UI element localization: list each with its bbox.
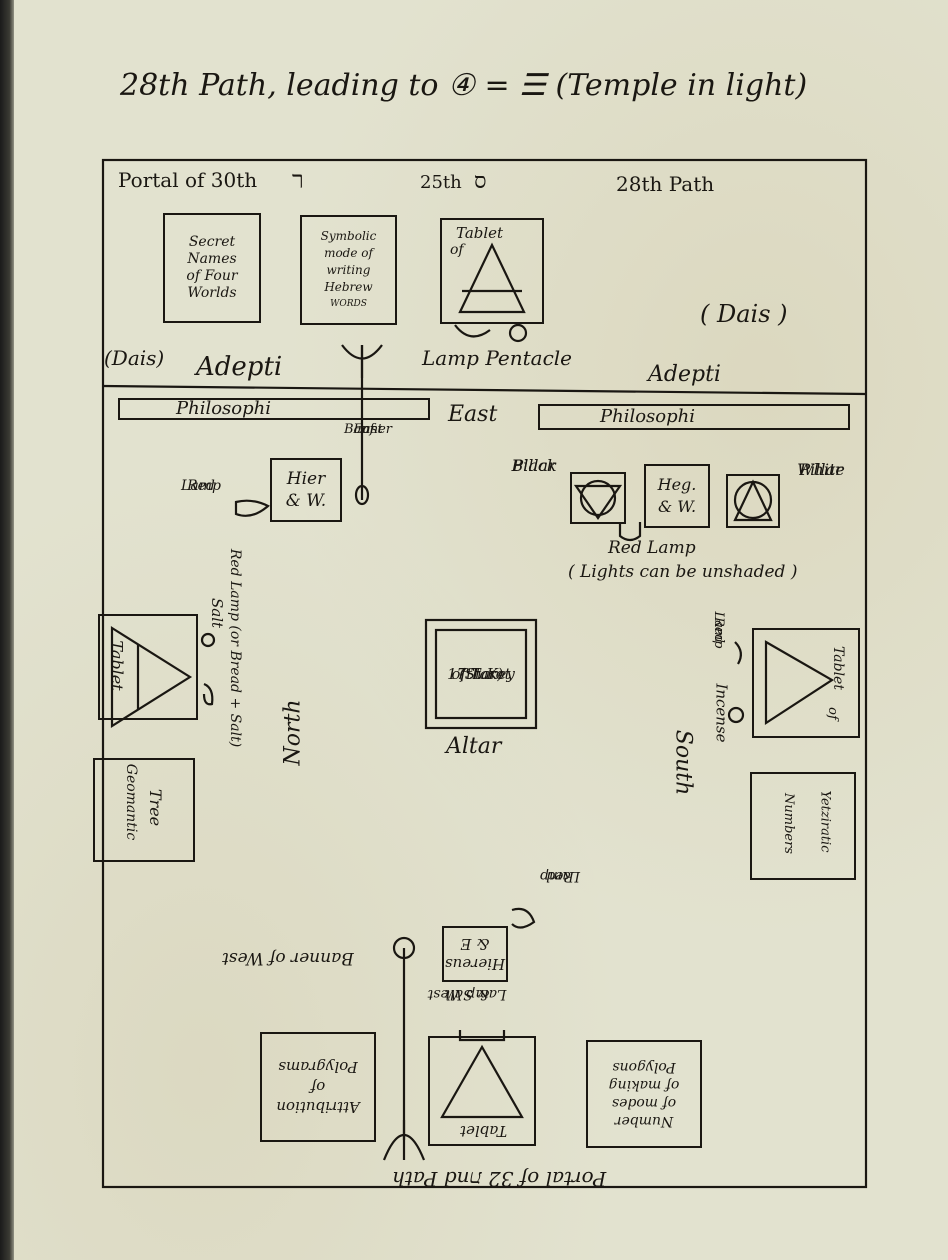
temple-outline bbox=[101, 158, 868, 1189]
east-label: East bbox=[448, 402, 498, 427]
altar-label: Altar bbox=[446, 734, 502, 759]
lights-note: ( Lights can be unshaded ) bbox=[568, 562, 798, 582]
symbolic-mode-tablet: Symbolic mode of writing Hebrew WORDS bbox=[300, 215, 397, 325]
hebrew-resh-glyph: ר bbox=[292, 166, 304, 194]
red-lamp-north-label: Red Lamp (or Bread + Salt) bbox=[227, 548, 244, 748]
hierophant-box: Hier & W. bbox=[270, 458, 342, 522]
tablet-of-top: Tablet of bbox=[440, 218, 544, 324]
philosophi-bench-left: Philosophi bbox=[118, 398, 430, 420]
path-25-label: 25th bbox=[420, 172, 462, 193]
south-label: South bbox=[670, 729, 696, 796]
black-pillar-box bbox=[570, 472, 626, 524]
adepti-left-label: Adepti bbox=[196, 352, 283, 382]
number-polygons-box: Number of modes of making Polygons bbox=[586, 1040, 702, 1148]
document-title: 28th Path, leading to ④ = ☰ (Temple in l… bbox=[120, 68, 808, 103]
adepti-right-label: Adepti bbox=[648, 362, 721, 387]
portal-32-label: Portal of ת 32nd Path bbox=[392, 1167, 607, 1191]
lamp-pentacle-label: Lamp Pentacle bbox=[422, 346, 572, 370]
dais-divider bbox=[102, 384, 867, 396]
photo-edge bbox=[0, 0, 16, 1260]
portal-30-label: Portal of 30th bbox=[118, 168, 258, 192]
banner-west-label: Banner of West bbox=[222, 948, 354, 968]
tablet-south-box: Tablet of bbox=[752, 628, 860, 738]
tablet-west-box: Tablet bbox=[428, 1036, 536, 1146]
tablet-north-box: Tablet bbox=[98, 614, 198, 720]
path-28-label: 28th Path bbox=[616, 172, 715, 196]
yetziratic-numbers-box: Yetziratic Numbers bbox=[750, 772, 856, 880]
attribution-polygrams-box: Attribution of Polygrams bbox=[260, 1032, 376, 1142]
white-pillar-box bbox=[726, 474, 780, 528]
philosophi-bench-right: Philosophi bbox=[538, 404, 850, 430]
dais-left-label: (Dais) bbox=[104, 346, 165, 370]
hebrew-samekh-glyph: ס bbox=[474, 169, 487, 194]
secret-names-tablet: Secret Names of Four Worlds bbox=[163, 213, 261, 323]
salt-north-label: Salt bbox=[208, 597, 227, 629]
hegemon-box: Heg. & W. bbox=[644, 464, 710, 528]
north-label: North bbox=[280, 699, 306, 766]
red-lamp-center-label: Red Lamp bbox=[608, 538, 696, 558]
incense-label: Incense bbox=[712, 683, 731, 743]
altar-box-text: 17th Key of Tarot (Star) bbox=[447, 665, 515, 683]
hiereus-west-box: Hiereus & E bbox=[442, 926, 508, 982]
geomantic-tree-box: Geomantic Tree bbox=[93, 758, 195, 862]
dais-right-label: ( Dais ) bbox=[700, 300, 788, 328]
